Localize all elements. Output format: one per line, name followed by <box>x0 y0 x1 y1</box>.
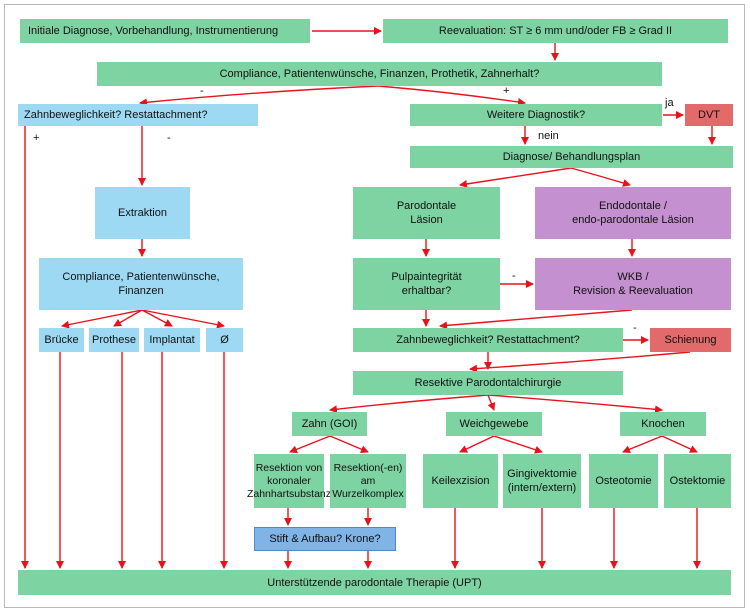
diagnosis-plan-box: Diagnose/ Behandlungsplan <box>410 146 733 168</box>
label-plus-left: + <box>33 132 40 144</box>
label-minus-top: - <box>200 85 204 97</box>
arrow-resective-to-bone <box>487 394 663 414</box>
arrow-bone-to-osteotomy <box>622 435 663 454</box>
no-treatment-box: Ø <box>206 328 243 352</box>
compliance-top-box: Compliance, Patientenwünsche, Finanzen, … <box>97 62 662 86</box>
arrow-compliance-plus <box>377 85 526 106</box>
prosthesis-box: Prothese <box>89 328 139 352</box>
arrow-tooth-to-root <box>329 435 369 453</box>
dvt-box: DVT <box>685 104 733 126</box>
arrow-to-implant <box>141 309 173 327</box>
arrow-soft-to-wedge <box>459 435 495 453</box>
further-diagnostics-box: Weitere Diagnostik? <box>410 104 662 126</box>
label-ja: ja <box>665 97 674 109</box>
gingivectomy-box: Gingivektomie (intern/extern) <box>503 454 581 508</box>
implant-box: Implantat <box>144 328 200 352</box>
bridge-box: Brücke <box>39 328 84 352</box>
label-nein: nein <box>538 130 559 142</box>
extraction-box: Extraktion <box>95 187 190 239</box>
coronal-resection-box: Resektion von koronaler Zahnhartsubstanz <box>247 454 331 508</box>
arrow-soft-to-gingiv <box>493 435 543 454</box>
ostectomy-box: Ostektomie <box>664 454 731 508</box>
wedge-excision-box: Keilexzision <box>423 454 498 508</box>
arrow-to-prosthesis <box>113 309 143 327</box>
label-minus-pulp: - <box>512 270 516 282</box>
pulp-integrity-box: Pulpaintegrität erhaltbar? <box>353 258 500 310</box>
arrow-tooth-to-coronal <box>289 435 331 454</box>
tooth-goi-box: Zahn (GOI) <box>292 412 367 436</box>
arrow-plan-to-paro <box>459 167 572 188</box>
arrow-compliance-minus <box>139 85 379 107</box>
soft-tissue-box: Weichgewebe <box>446 412 542 436</box>
splinting-box: Schienung <box>650 328 731 352</box>
arrow-resective-to-soft <box>487 394 496 411</box>
wkb-revision-box: WKB / Revision & Reevaluation <box>535 258 731 310</box>
periodontal-lesion-box: Parodontale Läsion <box>353 187 500 239</box>
arrow-to-none <box>141 309 225 329</box>
arrow-plan-to-endo <box>570 167 631 187</box>
arrow-to-bridge <box>61 309 143 329</box>
bone-box: Knochen <box>620 412 706 436</box>
diagram-frame <box>4 4 745 608</box>
tooth-mobility-left-box: Zahnbeweglichkeit? Restattachment? <box>18 104 258 126</box>
label-minus-left: - <box>167 132 171 144</box>
root-resection-box: Resektion(-en) am Wurzelkomplex <box>330 454 406 508</box>
label-plus-top: + <box>503 85 510 97</box>
reevaluation-box: Reevaluation: ST ≥ 6 mm und/oder FB ≥ Gr… <box>383 19 728 43</box>
osteotomy-box: Osteotomie <box>589 454 658 508</box>
compliance-left-box: Compliance, Patientenwünsche, Finanzen <box>39 258 243 310</box>
upt-box: Unterstützende parodontale Therapie (UPT… <box>18 570 731 595</box>
initial-diagnosis-box: Initiale Diagnose, Vorbehandlung, Instru… <box>20 19 310 43</box>
arrow-wkb-to-mobility <box>439 309 633 330</box>
tooth-mobility-right-box: Zahnbeweglichkeit? Restattachment? <box>353 328 623 352</box>
arrow-bone-to-ostectomy <box>661 435 698 453</box>
arrow-splint-to-resective <box>469 351 691 373</box>
post-crown-box: Stift & Aufbau? Krone? <box>254 527 396 551</box>
resective-surgery-box: Resektive Parodontalchirurgie <box>353 371 623 395</box>
endodontal-lesion-box: Endodontale / endo-parodontale Läsion <box>535 187 731 239</box>
label-minus-splint: - <box>633 322 637 334</box>
arrow-resective-to-tooth <box>329 394 489 414</box>
